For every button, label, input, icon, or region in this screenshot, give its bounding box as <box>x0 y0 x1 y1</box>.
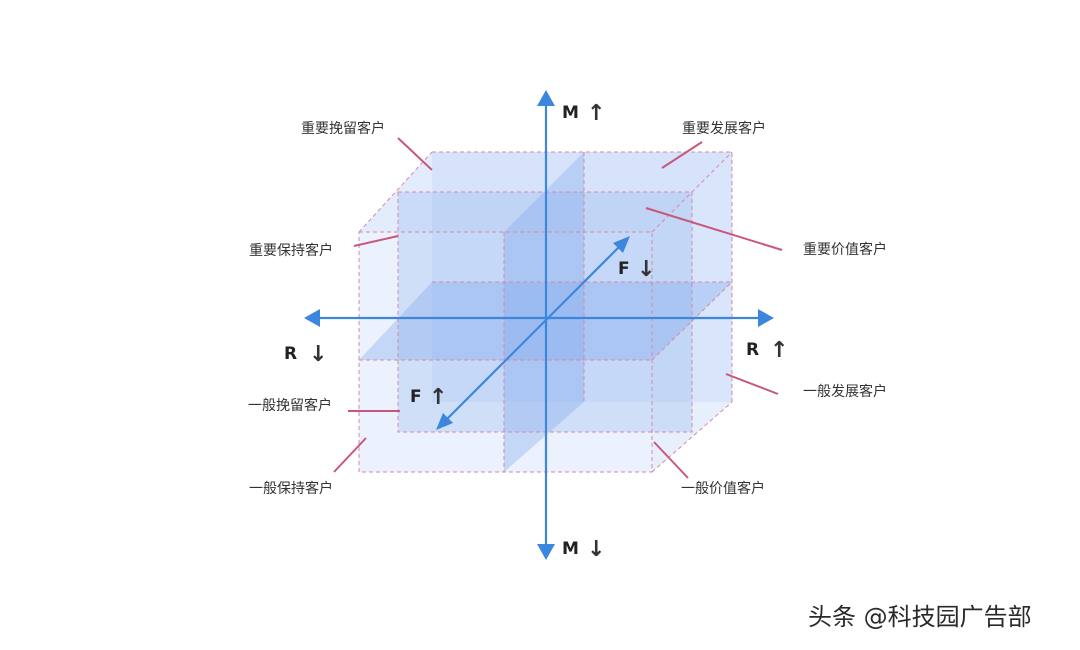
cube-back-face <box>432 152 732 402</box>
label-general-keep: 一般保持客户 <box>249 480 333 497</box>
cube-faces <box>359 152 732 472</box>
label-general-develop: 一般发展客户 <box>803 383 887 400</box>
label-important-develop: 重要发展客户 <box>682 120 766 137</box>
r-up-arrow: ↑ <box>770 338 788 363</box>
cube-edges <box>358 151 733 473</box>
label-important-value: 重要价值客户 <box>803 241 887 258</box>
f-axis-upper-arrowhead <box>613 236 630 253</box>
f-down-arrow: ↓ <box>637 257 655 282</box>
r-down-letter: R <box>284 344 297 364</box>
leader-important-develop <box>661 141 703 169</box>
m-down-letter: M <box>562 539 579 559</box>
leader-important-retain <box>397 137 433 171</box>
leader-important-value <box>645 207 783 251</box>
label-important-retain: 重要挽留客户 <box>301 120 385 137</box>
m-up-letter: M <box>562 103 579 123</box>
f-up-arrow: ↑ <box>429 385 447 410</box>
r-axis-left-arrowhead <box>304 309 320 327</box>
m-up-arrow: ↑ <box>587 101 605 126</box>
f-axis-lower-arrowhead <box>436 413 453 430</box>
m-axis-down-arrowhead <box>537 544 555 560</box>
watermark-text: 头条 @科技园广告部 <box>808 603 1032 631</box>
axes <box>304 90 774 560</box>
m-axis-up-arrowhead <box>537 90 555 106</box>
r-axis-right-arrowhead <box>758 309 774 327</box>
label-general-retain: 一般挽留客户 <box>248 397 332 414</box>
m-down-arrow: ↓ <box>587 537 605 562</box>
leader-important-keep <box>353 235 399 247</box>
f-axis <box>445 245 621 421</box>
r-down-arrow: ↓ <box>309 342 327 367</box>
segment-labels: 重要挽留客户 重要发展客户 重要保持客户 重要价值客户 一般挽留客户 一般发展客… <box>248 120 887 497</box>
axis-labels: M ↑ M ↓ R ↑ R ↓ F ↑ F ↓ <box>284 101 788 562</box>
f-up-letter: F <box>410 387 422 407</box>
cube-front-face <box>359 232 652 472</box>
leader-general-keep <box>333 437 367 473</box>
r-up-letter: R <box>746 340 759 360</box>
leader-general-develop <box>725 373 779 395</box>
label-general-value: 一般价值客户 <box>681 480 765 497</box>
leader-lines <box>333 137 783 479</box>
label-important-keep: 重要保持客户 <box>249 242 333 259</box>
leader-general-value <box>653 441 689 479</box>
f-down-letter: F <box>618 259 630 279</box>
